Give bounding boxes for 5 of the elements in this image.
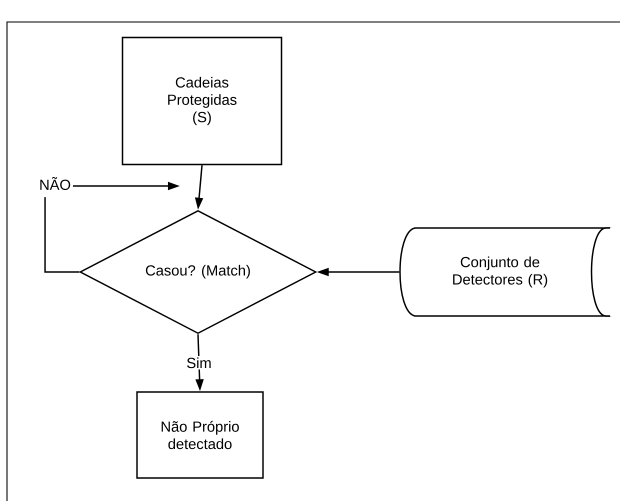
storage-drum: Conjunto de Detectores (R)	[399, 227, 611, 317]
edge-label: Sim	[185, 356, 213, 370]
branch-label: NÃO	[40, 176, 70, 190]
process-box: Não Próprio detectado	[136, 391, 264, 479]
process-box: Cadeias Protegidas (S)	[122, 36, 282, 166]
